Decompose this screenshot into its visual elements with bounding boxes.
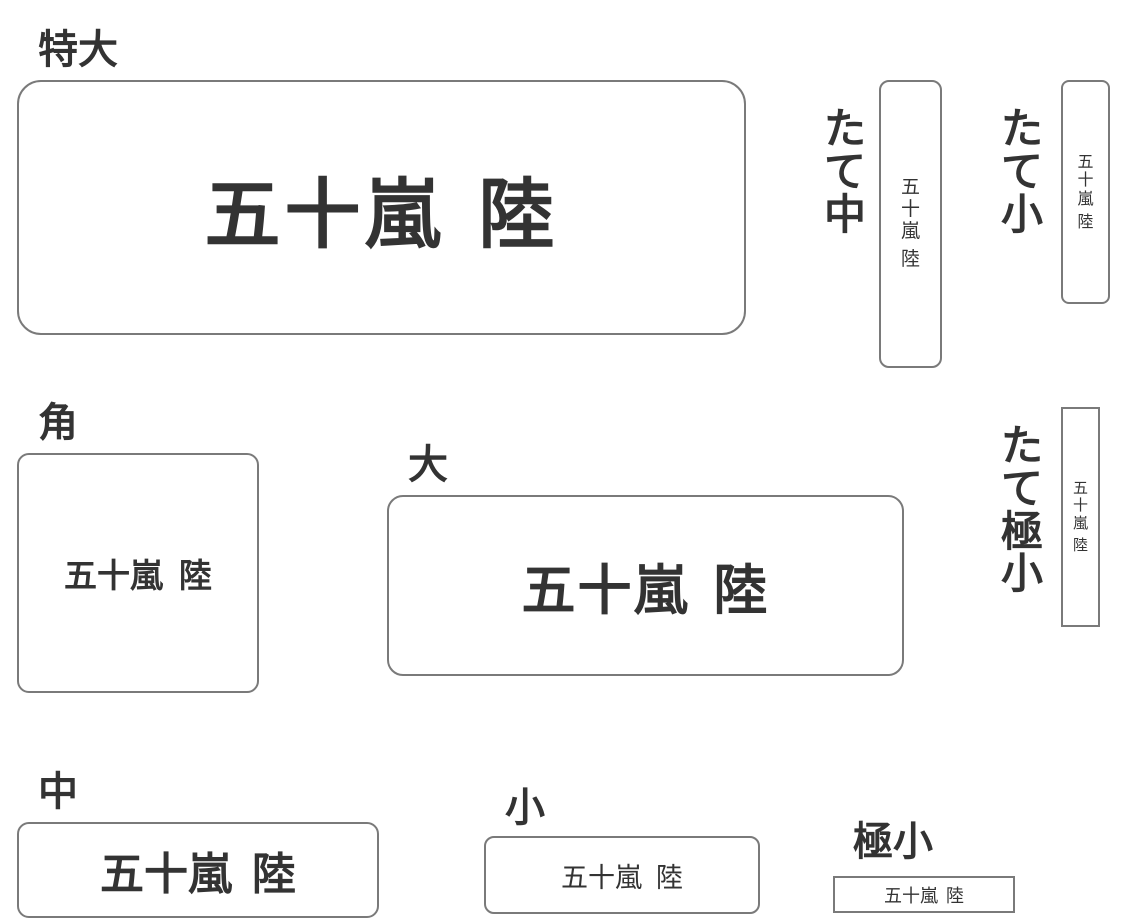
nameplate-given: 陸 bbox=[179, 556, 212, 595]
label-char: た bbox=[1001, 104, 1044, 153]
nameplate-xsmall: 五十嵐 陸 bbox=[833, 876, 1015, 913]
size-label-tate-medium: た て 中 bbox=[824, 104, 867, 239]
label-char: 小 bbox=[1001, 549, 1044, 599]
nameplate-surname: 五十嵐 bbox=[100, 849, 232, 900]
label-char: て bbox=[1001, 463, 1044, 513]
name-char: 陸 bbox=[900, 247, 920, 270]
name-char: 陸 bbox=[1072, 535, 1088, 554]
vertical-name: 五 十 嵐 陸 bbox=[900, 176, 920, 270]
name-char: 五 bbox=[1072, 479, 1088, 497]
nameplate-given: 陸 bbox=[252, 849, 296, 900]
label-char: 中 bbox=[824, 189, 867, 239]
vertical-name: 五 十 嵐 陸 bbox=[1072, 479, 1088, 554]
nameplate-large: 五十嵐 陸 bbox=[387, 495, 904, 676]
name-char: 嵐 bbox=[1072, 513, 1088, 532]
vertical-name: 五 十 嵐 陸 bbox=[1077, 151, 1094, 232]
name-char: 五 bbox=[1077, 151, 1094, 171]
label-char: た bbox=[1001, 421, 1044, 470]
name-char: 五 bbox=[900, 176, 920, 199]
size-label-large: 大 bbox=[408, 442, 448, 488]
size-label-kaku: 角 bbox=[38, 400, 78, 446]
nameplate-given: 陸 bbox=[656, 862, 683, 894]
size-label-xl: 特大 bbox=[38, 27, 118, 73]
label-char: て bbox=[1001, 146, 1044, 196]
nameplate-given: 陸 bbox=[946, 885, 964, 907]
nameplate-surname: 五十嵐 bbox=[561, 862, 642, 894]
name-char: 十 bbox=[1077, 170, 1094, 190]
nameplate-surname: 五十嵐 bbox=[884, 885, 938, 907]
nameplate-given: 陸 bbox=[478, 169, 559, 259]
nameplate-surname: 五十嵐 bbox=[64, 556, 163, 595]
nameplate-surname: 五十嵐 bbox=[204, 169, 445, 259]
size-label-medium: 中 bbox=[38, 769, 78, 815]
label-char: 極 bbox=[1001, 506, 1044, 556]
nameplate-surname: 五十嵐 bbox=[521, 559, 690, 622]
size-label-tate-xsmall: た て 極 小 bbox=[1001, 421, 1044, 599]
label-char: 小 bbox=[1001, 189, 1044, 239]
nameplate-kaku: 五十嵐 陸 bbox=[17, 453, 259, 693]
nameplate-given: 陸 bbox=[713, 559, 770, 622]
size-label-small: 小 bbox=[505, 785, 545, 831]
size-label-xsmall: 極小 bbox=[853, 819, 933, 865]
nameplate-medium: 五十嵐 陸 bbox=[17, 822, 379, 918]
nameplate-tate-xsmall: 五 十 嵐 陸 bbox=[1061, 407, 1100, 627]
name-char: 十 bbox=[1072, 496, 1088, 515]
label-char: て bbox=[824, 146, 867, 196]
nameplate-xl: 五十嵐 陸 bbox=[17, 80, 746, 335]
name-char: 陸 bbox=[1077, 211, 1094, 231]
nameplate-tate-small: 五 十 嵐 陸 bbox=[1061, 80, 1110, 304]
name-char: 嵐 bbox=[1077, 188, 1094, 208]
name-char: 十 bbox=[900, 198, 920, 221]
name-char: 嵐 bbox=[900, 220, 920, 242]
nameplate-tate-medium: 五 十 嵐 陸 bbox=[879, 80, 942, 368]
nameplate-small: 五十嵐 陸 bbox=[484, 836, 760, 914]
label-char: た bbox=[824, 104, 867, 153]
size-label-tate-small: た て 小 bbox=[1001, 104, 1044, 239]
